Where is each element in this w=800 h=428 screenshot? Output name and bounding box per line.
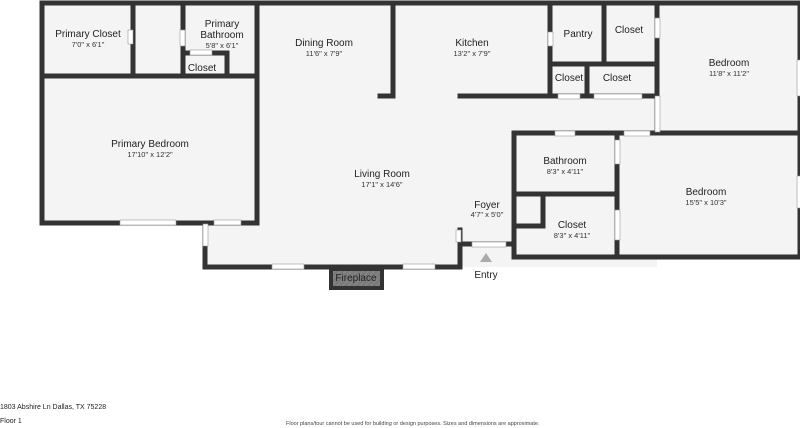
closet-lower-name: Closet [558, 220, 587, 231]
bath-closet-name: Closet [188, 63, 217, 74]
living-room-dim: 17'1" x 14'6" [361, 180, 402, 189]
primary-bathroom-name-1: Primary [205, 19, 239, 30]
primary-bathroom-name-2: Bathroom [200, 30, 243, 41]
kitchen-dim: 13'2" x 7'9" [454, 49, 491, 58]
disclaimer-text: Floor plans/tour cannot be used for buil… [286, 421, 540, 427]
bedroom-top-dim: 11'8" x 11'2" [709, 69, 749, 78]
entry-label: Entry [474, 270, 497, 281]
address-text: 1803 Abshire Ln Dallas, TX 75228 [0, 404, 107, 411]
primary-bathroom-dim: 5'8" x 6'1" [206, 41, 239, 50]
entry-arrow-icon [480, 253, 492, 262]
room-labels: Primary Closet 7'0" x 6'1" Primary Bathr… [55, 19, 749, 240]
bedroom-top-name: Bedroom [709, 58, 750, 69]
kitchen-name: Kitchen [455, 38, 488, 49]
primary-closet-dim: 7'0" x 6'1" [72, 40, 105, 49]
bedroom-right-name: Bedroom [686, 187, 727, 198]
closet-lower-dim: 8'3" x 4'11" [554, 231, 591, 240]
bathroom-dim: 8'3" x 4'11" [547, 167, 584, 176]
fireplace-label: Fireplace [335, 273, 377, 284]
foyer-name: Foyer [474, 200, 500, 211]
living-room-name: Living Room [354, 169, 410, 180]
fireplace: Fireplace [329, 268, 384, 290]
primary-bedroom-name: Primary Bedroom [111, 139, 189, 150]
entry-marker: Entry [474, 253, 498, 281]
windows [119, 17, 800, 270]
primary-bedroom-dim: 17'10" x 12'2" [127, 150, 173, 159]
dining-room-dim: 11'6" x 7'9" [306, 49, 343, 58]
primary-closet-name: Primary Closet [55, 29, 121, 40]
bedroom-right-dim: 15'5" x 10'3" [685, 198, 726, 207]
closet-top-name: Closet [615, 25, 644, 36]
dining-room-name: Dining Room [295, 38, 353, 49]
floor-label: Floor 1 [0, 418, 22, 425]
foyer-dim: 4'7" x 5'0" [471, 210, 504, 219]
bathroom-name: Bathroom [543, 156, 586, 167]
closet-right-name: Closet [603, 73, 632, 84]
closet-left-name: Closet [555, 73, 584, 84]
pantry-name: Pantry [564, 29, 593, 40]
